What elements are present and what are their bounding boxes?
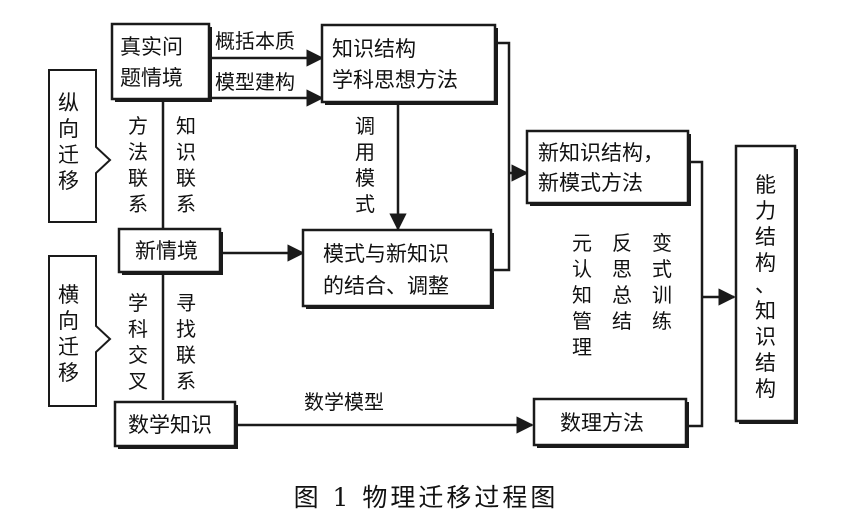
knowledge-structure-line: 知识结构: [332, 37, 416, 61]
label-meta-cognition: 元 认 知 管 理: [572, 231, 592, 359]
ability-structure-char: 能: [755, 173, 776, 197]
label-knowledge-link: 知 识 联 系: [176, 114, 196, 216]
meta-cognition-char: 知: [572, 283, 592, 307]
knowledge-link-char: 联: [176, 166, 196, 190]
new-knowledge-line: 新模式方法: [538, 171, 643, 195]
knowledge-link-char: 知: [176, 114, 196, 138]
node-knowledge-structure: 知识结构 学科思想方法: [320, 23, 498, 105]
subject-cross-char: 交: [128, 343, 148, 367]
new-context-label: 新情境: [135, 239, 198, 263]
bracket-to-new-knowledge: [494, 41, 511, 272]
call-model-char: 模: [355, 166, 375, 190]
method-link-char: 法: [128, 140, 148, 164]
reflect-summary-char: 思: [612, 257, 632, 281]
ability-structure-char: 识: [755, 325, 776, 349]
reflect-summary-char: 总: [612, 283, 632, 307]
meta-cognition-char: 认: [572, 257, 592, 281]
label-variant-training: 变 式 训 练: [652, 231, 672, 333]
subject-cross-char: 科: [128, 317, 148, 341]
math-physics-method-label: 数理方法: [560, 411, 644, 435]
ability-structure-char: 、: [755, 273, 776, 297]
label-generalize: 概括本质: [215, 29, 295, 53]
figure-caption: 图 1 物理迁移过程图: [294, 483, 559, 512]
variant-training-char: 式: [652, 257, 672, 281]
horizontal-transfer-char: 迁: [58, 335, 79, 359]
reflect-summary-char: 结: [612, 309, 632, 333]
ability-structure-char: 力: [755, 199, 776, 223]
label-subject-cross: 学 科 交 叉: [128, 291, 148, 393]
connectors: [161, 41, 736, 434]
label-method-link: 方 法 联 系: [128, 114, 148, 216]
vertical-transfer-char: 迁: [58, 143, 79, 167]
subject-cross-char: 叉: [128, 369, 148, 393]
ability-structure-char: 构: [755, 377, 776, 401]
call-model-char: 用: [355, 140, 375, 164]
ability-structure-char: 结: [755, 351, 776, 375]
knowledge-link-char: 识: [176, 140, 196, 164]
model-combination-line: 的结合、调整: [323, 274, 449, 298]
math-knowledge-label: 数学知识: [128, 413, 212, 437]
seek-link-char: 联: [176, 343, 196, 367]
horizontal-transfer-char: 横: [58, 283, 79, 307]
vertical-transfer-tag: 纵 向 迁 移: [48, 69, 112, 223]
ability-structure-char: 知: [755, 299, 776, 323]
label-reflect-summary: 反 思 总 结: [612, 231, 632, 333]
subject-cross-char: 学: [128, 291, 148, 315]
vertical-transfer-char: 向: [58, 117, 79, 141]
variant-training-char: 练: [652, 309, 672, 333]
label-math-model: 数学模型: [304, 390, 384, 414]
horizontal-transfer-char: 移: [58, 361, 79, 385]
method-link-char: 联: [128, 166, 148, 190]
node-model-combination: 模式与新知识 的结合、调整: [301, 228, 494, 309]
ability-structure-char: 结: [755, 225, 776, 249]
node-new-knowledge: 新知识结构， 新模式方法: [525, 129, 691, 206]
reflect-summary-char: 反: [612, 231, 632, 255]
real-problem-line: 真实问: [120, 35, 183, 59]
vertical-transfer-char: 移: [58, 169, 79, 193]
knowledge-structure-line: 学科思想方法: [332, 68, 458, 92]
seek-link-char: 寻: [176, 291, 196, 315]
new-knowledge-line: 新知识结构，: [538, 141, 664, 165]
ability-structure-char: 构: [755, 251, 776, 275]
node-math-knowledge: 数学知识: [113, 400, 238, 449]
label-call-model: 调 用 模 式: [355, 114, 375, 216]
node-new-context: 新情境: [117, 227, 223, 275]
edge-labels: 概括本质 模型建构 调 用 模 式 方 法 联 系 知 识 联 系 学 科 交 …: [128, 29, 672, 414]
horizontal-transfer-tag: 横 向 迁 移: [48, 255, 112, 407]
node-ability-structure: 能 力 结 构 、 知 识 结 构: [734, 144, 798, 424]
horizontal-transfer-char: 向: [58, 309, 79, 333]
model-combination-line: 模式与新知识: [323, 242, 449, 266]
seek-link-char: 系: [176, 369, 196, 393]
seek-link-char: 找: [176, 317, 196, 341]
node-real-problem: 真实问 题情境: [110, 22, 212, 102]
call-model-char: 调: [355, 114, 375, 138]
variant-training-char: 变: [652, 231, 672, 255]
label-seek-link: 寻 找 联 系: [176, 291, 196, 393]
meta-cognition-char: 理: [572, 335, 592, 359]
variant-training-char: 训: [652, 283, 672, 307]
call-model-char: 式: [355, 192, 375, 216]
meta-cognition-char: 管: [572, 309, 592, 333]
method-link-char: 系: [128, 192, 148, 216]
meta-cognition-char: 元: [572, 231, 592, 255]
label-model-build: 模型建构: [215, 70, 295, 94]
vertical-transfer-char: 纵: [58, 91, 79, 115]
node-math-physics-method: 数理方法: [532, 397, 689, 448]
real-problem-line: 题情境: [120, 66, 183, 90]
method-link-char: 方: [128, 114, 148, 138]
bracket-to-ability: [688, 160, 704, 428]
knowledge-link-char: 系: [176, 192, 196, 216]
